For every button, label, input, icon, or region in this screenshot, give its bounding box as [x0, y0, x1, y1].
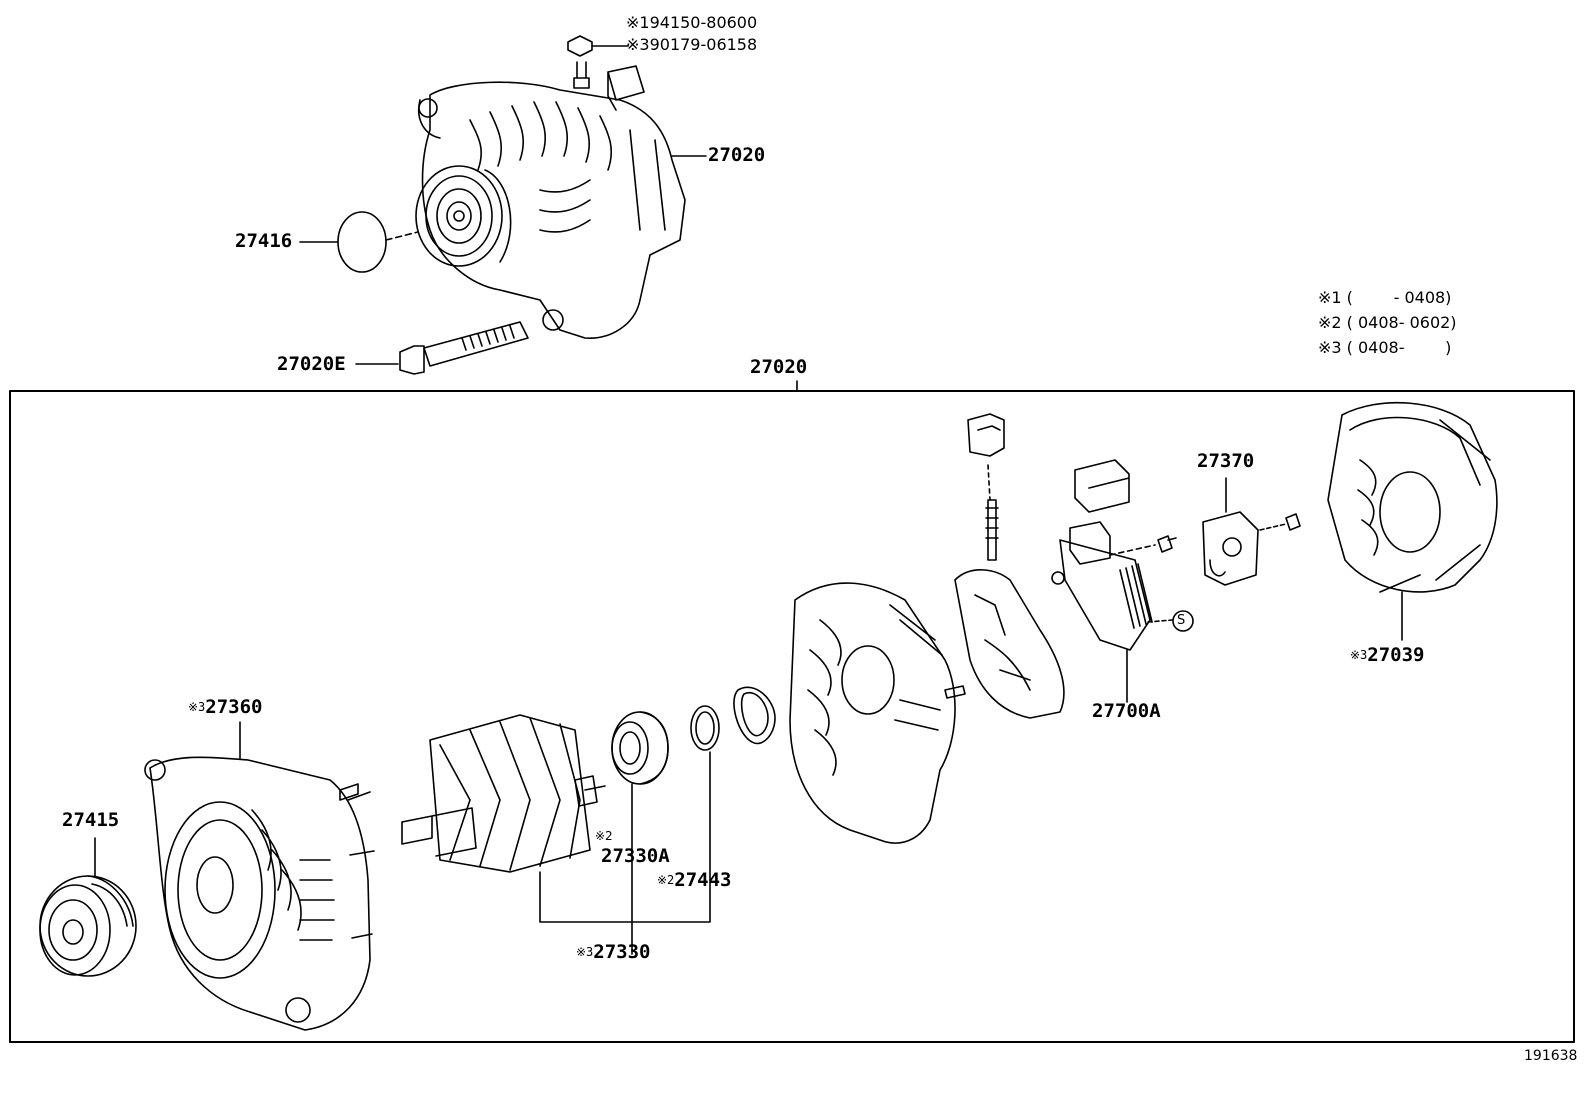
rectifier-drawing — [954, 413, 1065, 719]
legend-line-1: ※1 ( - 0408) — [1318, 288, 1452, 307]
marker-27443: ※2 — [657, 873, 675, 887]
marker-27360: ※3 — [188, 700, 206, 714]
rotor-drawing — [401, 714, 711, 923]
part-27370-drawing — [1202, 477, 1301, 586]
ring-27443-drawing — [690, 705, 720, 751]
front-housing-27360-drawing — [144, 721, 375, 1031]
part-number-27039: 27039 — [1367, 644, 1425, 666]
legend-line-3: ※3 ( 0408- ) — [1318, 338, 1452, 357]
marker-27330: ※3 — [576, 945, 594, 959]
pulley-27415-drawing — [39, 837, 137, 977]
legend-line-2: ※2 ( 0408- 0602) — [1318, 313, 1457, 332]
bolt-27020E-drawing — [355, 321, 529, 375]
label-27039: ※327039 — [1350, 646, 1424, 665]
bearing-27330A-drawing — [611, 711, 669, 955]
label-27020-top: 27020 — [708, 144, 766, 166]
part-number-27443: 27443 — [674, 869, 732, 891]
label-27370: 27370 — [1197, 450, 1255, 472]
assembly-frame — [9, 390, 1575, 1043]
gasket-drawing — [733, 686, 776, 745]
nut-part-number-1: ※194150-80600 — [626, 13, 758, 32]
figure-number: 191638 — [1524, 1048, 1578, 1064]
label-27415: 27415 — [62, 809, 120, 831]
cover-27416-drawing — [337, 211, 387, 273]
label-27700A: 27700A — [1092, 700, 1161, 722]
label-27416: 27416 — [235, 230, 293, 252]
part-number-27360: 27360 — [205, 696, 263, 718]
top-alternator-drawing — [415, 35, 686, 339]
label-27360: ※327360 — [188, 698, 262, 717]
label-27330: ※327330 — [576, 943, 650, 962]
rear-frame-drawing — [789, 582, 966, 844]
rear-cover-27039-drawing — [1327, 401, 1498, 641]
label-27020-assembly: 27020 — [750, 356, 808, 378]
marker-27330A: ※2 — [595, 829, 613, 843]
label-27330A: 27330A — [601, 845, 670, 867]
marker-27039: ※3 — [1350, 648, 1368, 662]
nut-part-number-2: ※390179-06158 — [626, 35, 758, 54]
part-number-27330: 27330 — [593, 941, 651, 963]
label-27020E: 27020E — [277, 353, 346, 375]
s-symbol: S — [1177, 613, 1186, 628]
regulator-27700A-drawing — [1051, 459, 1194, 703]
label-27443: ※227443 — [657, 871, 731, 890]
